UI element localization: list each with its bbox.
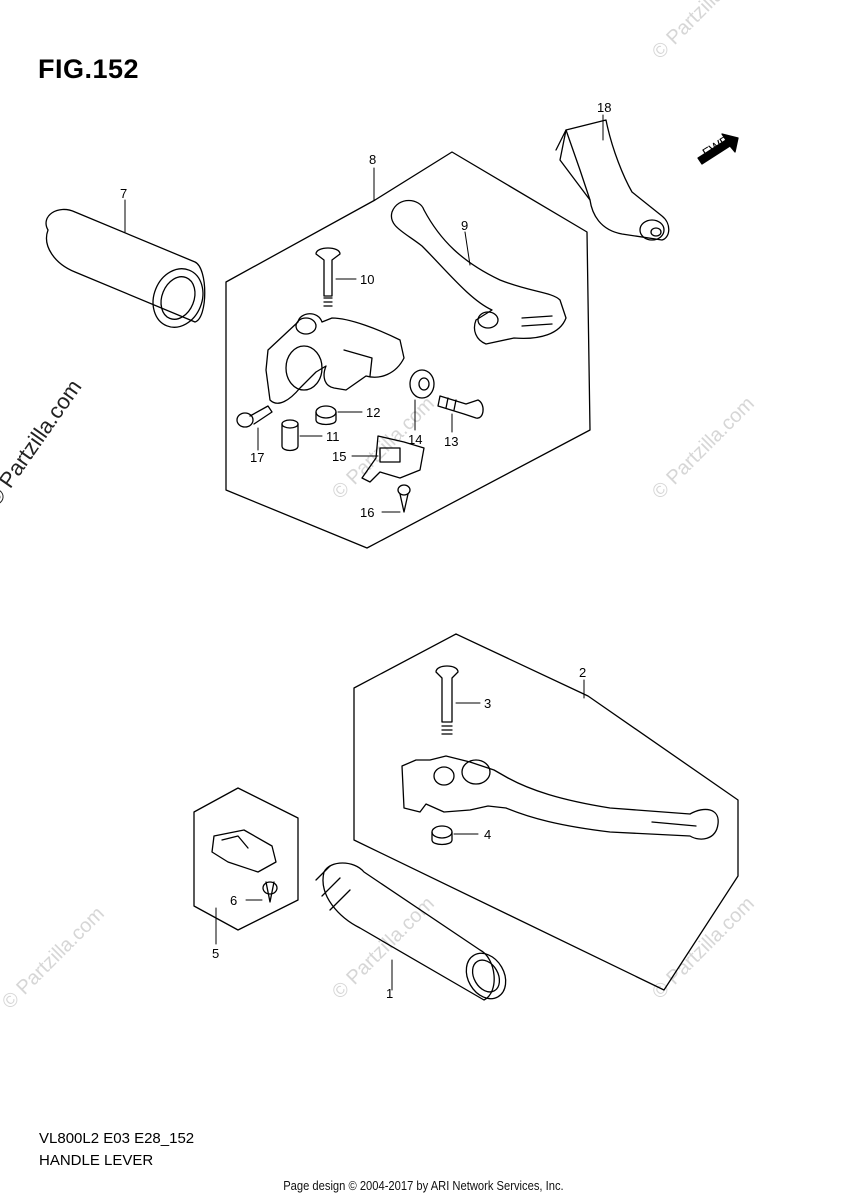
watermark-tiles: © Partzilla.com © Partzilla.com © Partzi… [0,0,759,1014]
callout-8: 8 [369,152,376,167]
callout-labels: 18 8 7 9 10 12 11 14 13 17 15 16 2 3 4 6… [120,100,611,1001]
watermark-tile: © Partzilla.com [648,393,759,504]
copyright-notice: Page design © 2004-2017 by ARI Network S… [283,1178,564,1193]
collar-11-drawing [281,419,299,452]
pin-3-drawing [435,665,459,735]
callout-14: 14 [408,432,422,447]
watermark-tile: © Partzilla.com [648,0,759,64]
callout-3: 3 [484,696,491,711]
switch-15-drawing [361,435,425,483]
callout-1: 1 [386,986,393,1001]
cover-18-drawing [555,119,670,241]
nut-4-drawing [431,825,453,846]
callout-4: 4 [484,827,491,842]
watermark-tile: © Partzilla.com [648,893,759,1004]
figure-title: FIG.152 [38,54,140,84]
callout-13: 13 [444,434,458,449]
nut-12-drawing [315,405,337,426]
part-group-name: HANDLE LEVER [39,1152,154,1169]
adjuster-14-drawing [409,369,435,399]
screw-13-drawing [437,395,484,419]
grip-1-drawing [315,862,507,1001]
lever-2-drawing [401,755,719,840]
screw-16-drawing [397,484,411,513]
callout-7: 7 [120,186,127,201]
callout-15: 15 [332,449,346,464]
callout-16: 16 [360,505,374,520]
callout-9: 9 [461,218,468,233]
bracket-8-drawing [265,313,405,404]
assembly-2-outline [353,633,739,991]
pin-10-drawing [315,247,341,307]
watermark-tile: © Partzilla.com [328,893,439,1004]
callout-17: 17 [250,450,264,465]
assembly-5-outline [193,787,299,931]
watermark-tile: © Partzilla.com [0,903,109,1014]
assembly-8-outline [225,151,591,549]
switch-5-drawing [211,829,277,873]
forward-arrow-icon [697,133,739,165]
callout-18: 18 [597,100,611,115]
lever-9-drawing [390,199,567,345]
callout-6: 6 [230,893,237,908]
callout-5: 5 [212,946,219,961]
bolt-17-drawing [236,405,273,428]
callout-11: 11 [326,429,340,444]
callout-10: 10 [360,272,374,287]
callout-12: 12 [366,405,380,420]
callout-2: 2 [579,665,586,680]
screw-6-drawing [262,881,278,903]
model-code: VL800L2 E03 E28_152 [39,1130,195,1147]
grip-7-drawing [45,208,206,328]
